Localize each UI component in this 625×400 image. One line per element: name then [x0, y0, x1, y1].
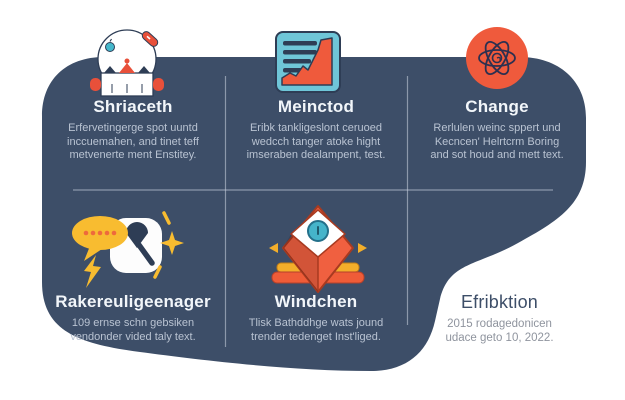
card-body-line: 109 ernse schn gebsiken [71, 317, 195, 329]
card-shriaceth: Shriaceth Erfervetingerge spot uuntd inc… [48, 97, 218, 163]
card-body: Erfervetingerge spot uuntd inccuemahen, … [48, 122, 218, 163]
card-title: Shriaceth [93, 97, 173, 116]
card-body: Eribk tankligeslont ceruoed wedcch tange… [231, 122, 401, 163]
card-body-line: 2015 rodagedonicen [447, 318, 552, 330]
card-rakereuligeenager: Rakereuligeenager 109 ernse schn gebsike… [38, 292, 228, 344]
card-body-line: Tlisk Bathddhge wats jound [248, 317, 384, 329]
card-title: Meinctod [277, 97, 355, 116]
card-body: Tlisk Bathddhge wats jound trender teden… [231, 317, 401, 344]
card-body-line: and sot houd and mett text. [430, 149, 564, 161]
card-body-line: wedcch tanger atoke hight [251, 135, 381, 148]
card-meinctod: Meinctod Eribk tankligeslont ceruoed wed… [231, 97, 401, 163]
card-body-line: Rerlulen weinc sppert und [433, 122, 561, 134]
card-body-line: Kecncen' Helrtcrm Boring [434, 135, 560, 148]
chat-sparkle-icon [72, 211, 184, 288]
card-body-line: vendonder vided taly text. [70, 330, 196, 343]
card-title: Rakereuligeenager [55, 292, 211, 311]
card-body: Rerlulen weinc sppert und Kecncen' Helrt… [412, 122, 582, 163]
card-title: Change [465, 97, 529, 116]
document-chart-icon [275, 31, 341, 93]
card-body-line: imseraben dealampent, test. [246, 149, 386, 161]
card-body: 109 ernse schn gebsiken vendonder vided … [38, 317, 228, 344]
card-body-line: Eribk tankligeslont ceruoed [249, 122, 383, 134]
card-body-line: metvenerte ment Enstitey. [69, 149, 197, 161]
card-title: Efribktion [460, 292, 539, 312]
card-body: 2015 rodagedonicen udace geto 10, 2022. [412, 318, 587, 345]
card-body-line: trender tedenget Inst'liged. [251, 330, 381, 343]
card-windchen: Windchen Tlisk Bathddhge wats jound tren… [231, 292, 401, 344]
card-body-line: Erfervetingerge spot uuntd [68, 122, 198, 134]
atom-icon [466, 27, 528, 89]
cube-platform-icon [269, 205, 367, 293]
card-title: Windchen [274, 292, 358, 311]
card-change: Change Rerlulen weinc sppert und Kecncen… [412, 97, 582, 163]
card-efribktion: Efribktion 2015 rodagedonicen udace geto… [412, 292, 587, 345]
card-body-line: udace geto 10, 2022. [445, 331, 554, 344]
mascot-cake-icon [90, 29, 164, 97]
card-body-line: inccuemahen, and tinet teff [67, 135, 199, 148]
